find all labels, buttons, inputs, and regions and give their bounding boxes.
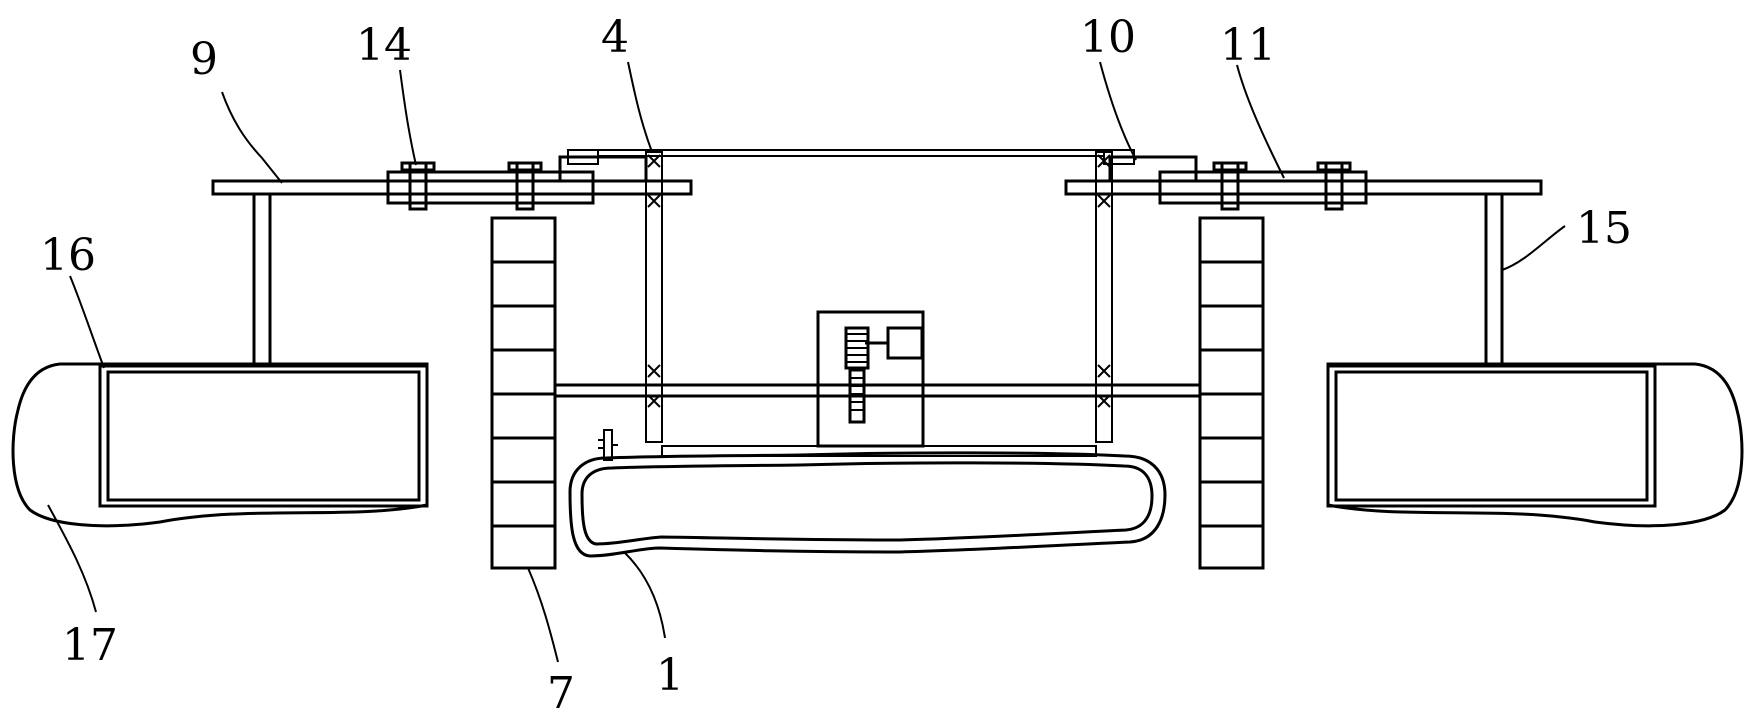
left-support-rod — [252, 192, 272, 366]
motor-unit — [816, 310, 925, 448]
paddle-wheel-left — [490, 216, 557, 570]
gear-stack — [844, 326, 870, 424]
callout-16: 16 — [40, 230, 96, 281]
wall-bearing-marks — [647, 154, 1111, 408]
callout-4: 4 — [601, 12, 629, 63]
central-frame — [567, 149, 1135, 457]
callout-11: 11 — [1220, 20, 1276, 71]
callout-1: 1 — [656, 650, 684, 701]
callout-10: 10 — [1080, 12, 1136, 63]
left-arm-rail — [211, 179, 693, 196]
left-float — [11, 362, 429, 528]
right-bolt-1 — [1212, 161, 1248, 211]
valve-icon — [598, 429, 618, 461]
callout-7: 7 — [547, 668, 575, 719]
paddle-wheel-right — [1198, 216, 1265, 570]
right-support-rod — [1484, 192, 1504, 366]
frame-top-bar — [597, 149, 1105, 157]
motor-box — [886, 326, 924, 360]
right-arm-rail — [1064, 179, 1543, 196]
right-float — [1326, 362, 1744, 528]
leader-lines — [47, 61, 1566, 663]
left-float-box-16 — [106, 370, 421, 502]
callout-9: 9 — [190, 34, 218, 85]
left-bolt-1 — [400, 161, 436, 211]
axle — [555, 383, 1200, 398]
right-float-box — [1334, 370, 1649, 502]
left-arm-assembly — [211, 155, 693, 211]
motor-housing — [816, 310, 925, 448]
callout-15: 15 — [1576, 203, 1632, 254]
right-bolt-2 — [1316, 161, 1352, 211]
right-arm-assembly — [1064, 155, 1543, 211]
left-bolt-2 — [507, 161, 543, 211]
right-block-10 — [1108, 155, 1198, 183]
callout-17: 17 — [62, 620, 118, 671]
right-sleeve-11 — [1158, 170, 1368, 205]
callout-14: 14 — [356, 20, 412, 71]
left-sleeve-9 — [386, 170, 595, 205]
bladder — [568, 429, 1167, 558]
right-hatched-wall — [1095, 151, 1113, 443]
left-hatched-wall — [645, 151, 663, 443]
